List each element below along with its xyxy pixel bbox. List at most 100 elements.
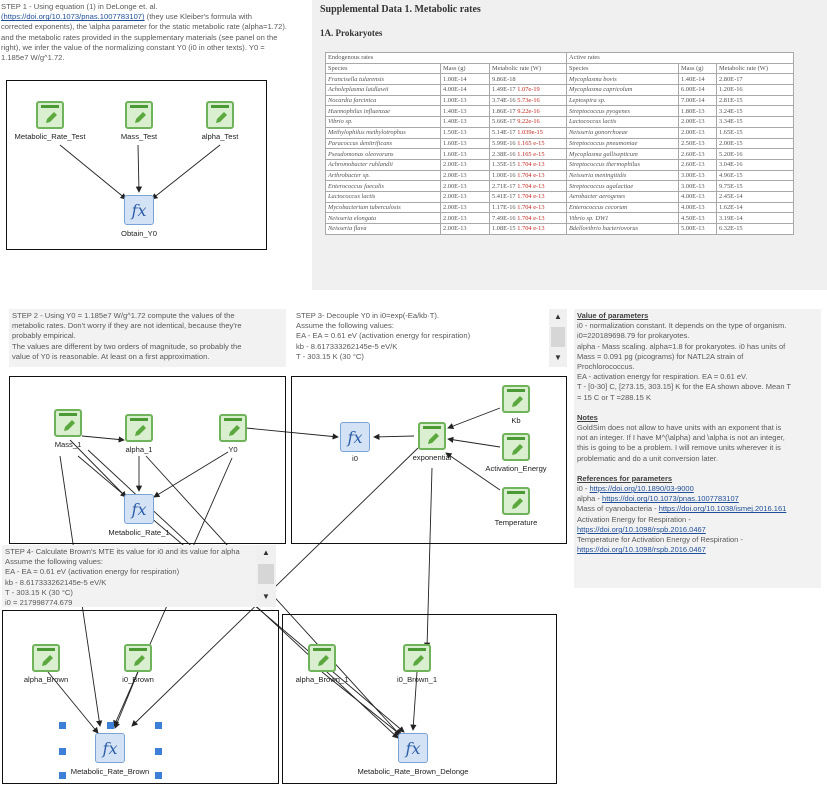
table-cell-text: 3.00E-13 bbox=[681, 182, 705, 190]
step2-line1: STEP 2 - Using Y0 = 1.185e7 W/g^1.72 com… bbox=[12, 311, 235, 320]
step3-scrollbar[interactable]: ▲ ▼ bbox=[549, 309, 567, 367]
table-cell-text: Leptospira sp. bbox=[569, 97, 606, 105]
alpha-brown-node[interactable]: alpha_Brown bbox=[24, 644, 68, 684]
table-cell-text: Mycoplasma gallisepticum bbox=[569, 150, 638, 158]
step4-line1: STEP 4- Calculate Brown's MTE its value … bbox=[5, 547, 240, 556]
selection-handle[interactable] bbox=[155, 748, 162, 755]
ref-link[interactable]: https://doi.org/10.1038/ismej.2016.161 bbox=[658, 504, 787, 514]
obtain-y0-node[interactable]: fx Obtain_Y0 bbox=[121, 195, 157, 238]
param-line: i0 - normalization constant. It depends … bbox=[577, 321, 787, 331]
mass-test-node[interactable]: Mass_Test bbox=[121, 101, 157, 141]
table-cell-text: 1.35E-15 bbox=[492, 161, 516, 169]
ref-link[interactable]: https://doi.org/10.1098/rspb.2016.0467 bbox=[577, 524, 706, 534]
step4-line2: Assume the following values: bbox=[5, 557, 103, 567]
stock-icon bbox=[502, 487, 530, 515]
param-line: = 15 C or T =288.15 K bbox=[577, 392, 651, 402]
step3-line5: T - 303.15 K (30 °C) bbox=[296, 351, 364, 361]
i0-brown-node[interactable]: i0_Brown bbox=[122, 644, 154, 684]
metabolic-rate-brown-delonge-node[interactable]: fx Metabolic_Rate_Brown_Delonge bbox=[357, 733, 469, 776]
selection-handle[interactable] bbox=[155, 722, 162, 729]
step2-note[interactable]: STEP 2 - Using Y0 = 1.185e7 W/g^1.72 com… bbox=[9, 309, 286, 367]
table-cell: 6.32E-15 bbox=[716, 223, 794, 235]
step4-brown-frame[interactable] bbox=[2, 610, 279, 784]
table-cell-text: 3.19E-14 bbox=[719, 214, 743, 222]
function-icon: fx bbox=[124, 195, 154, 225]
table-cell-text: 2.80E-17 bbox=[719, 75, 743, 83]
notes-line: this is going to be a problem. I will re… bbox=[577, 443, 781, 453]
ref-label: i0 - bbox=[577, 484, 590, 494]
notes-line: not an integer. If I have M^(\alpha) and… bbox=[577, 433, 785, 443]
step1-doi-link[interactable]: (https://doi.org/10.1073/pnas.1007783107… bbox=[1, 12, 145, 22]
parameters-note[interactable]: Value of parameters i0 - normalization c… bbox=[574, 309, 821, 588]
metabolic-rate-test-node[interactable]: Metabolic_Rate_Test bbox=[15, 101, 85, 141]
alpha-test-node[interactable]: alpha_Test bbox=[202, 101, 238, 141]
ref-link[interactable]: https://doi.org/10.1073/pnas.1007783107 bbox=[602, 494, 739, 504]
ref-link[interactable]: https://doi.org/10.1098/rspb.2016.0467 bbox=[577, 545, 706, 555]
step4-delonge-frame[interactable] bbox=[282, 614, 557, 784]
selection-handle[interactable] bbox=[59, 772, 66, 779]
i0-node[interactable]: fx i0 bbox=[340, 422, 370, 463]
metabolic-rate-brown-node[interactable]: fx Metabolic_Rate_Brown bbox=[71, 733, 149, 776]
table-cell-text: Streptococcus agalactiae bbox=[569, 182, 634, 190]
node-label: Metabolic_Rate_Brown_Delonge bbox=[357, 767, 469, 776]
temperature-node[interactable]: Temperature bbox=[495, 487, 537, 527]
exponential-node[interactable]: exponential bbox=[413, 422, 451, 462]
table-cell-text: Enterococcus faecalis bbox=[328, 182, 385, 190]
table-cell-text: 2.38E-16 bbox=[492, 150, 516, 158]
link-y0-to-metabolic1 bbox=[153, 451, 229, 498]
table-cell-text: Streptococcus pyogenes bbox=[569, 107, 630, 115]
scroll-up-icon[interactable]: ▲ bbox=[262, 548, 270, 557]
metabolic-rate-1-node[interactable]: fx Metabolic_Rate_1 bbox=[108, 494, 170, 537]
step3-note[interactable]: STEP 3- Decouple Y0 in i0=exp(-Ea/kb·T).… bbox=[293, 309, 569, 367]
table-cell-text: 5.66E-17 bbox=[492, 118, 516, 126]
table-cell-text: 6.00E-14 bbox=[681, 86, 705, 94]
scroll-thumb[interactable] bbox=[551, 327, 565, 347]
link-exponential-to-brown1 bbox=[424, 467, 433, 649]
supplemental-panel: Supplemental Data 1. Metabolic rates 1A.… bbox=[312, 0, 827, 290]
ref-link[interactable]: https://doi.org/10.1890/03-9000 bbox=[589, 484, 694, 494]
node-label: i0_Brown bbox=[122, 675, 154, 684]
link-mass1-to-alpha1 bbox=[81, 435, 125, 443]
selection-handle[interactable] bbox=[59, 722, 66, 729]
selection-handle[interactable] bbox=[59, 748, 66, 755]
table-cell-text: 1.20E-16 bbox=[719, 86, 743, 94]
scroll-down-icon[interactable]: ▼ bbox=[554, 353, 562, 362]
step2-frame[interactable] bbox=[9, 376, 286, 544]
step3-frame[interactable] bbox=[291, 376, 567, 544]
step4-scrollbar[interactable]: ▲ ▼ bbox=[256, 545, 276, 607]
selection-handle[interactable] bbox=[107, 722, 114, 729]
stock-icon bbox=[308, 644, 336, 672]
kb-node[interactable]: Kb bbox=[502, 385, 530, 425]
table-cell-text: 5.20E-16 bbox=[719, 150, 743, 158]
step4-line6: i0 = 217998774.679 bbox=[5, 598, 73, 607]
table-cell-text: Mycoplasma capricolum bbox=[569, 86, 633, 94]
step1-note[interactable]: STEP 1 - Using equation (1) in DeLonge e… bbox=[0, 0, 308, 70]
parameters-heading: Value of parameters bbox=[577, 311, 649, 320]
i0-brown-1-node[interactable]: i0_Brown_1 bbox=[397, 644, 437, 684]
step4-note[interactable]: STEP 4- Calculate Brown's MTE its value … bbox=[2, 545, 257, 607]
scroll-down-icon[interactable]: ▼ bbox=[262, 592, 270, 601]
notes-heading: Notes bbox=[577, 412, 598, 422]
activation-energy-node[interactable]: Activation_Energy bbox=[485, 433, 547, 473]
step1-frame[interactable] bbox=[6, 80, 267, 250]
table-cell-text: 2.71E-17 bbox=[492, 182, 516, 190]
scroll-up-icon[interactable]: ▲ bbox=[554, 312, 562, 321]
table-cell-text: 1.17E-16 bbox=[492, 203, 516, 211]
mass-1-node[interactable]: Mass_1 bbox=[54, 409, 82, 449]
step4-line4: kb - 8.617333262145e-5 eV/K bbox=[5, 577, 107, 587]
selection-handle[interactable] bbox=[155, 772, 162, 779]
table-cell-text: 4.96E-15 bbox=[719, 171, 743, 179]
alpha-1-node[interactable]: alpha_1 bbox=[125, 414, 153, 454]
param-line: i0=220189698.79 for prokaryotes. bbox=[577, 331, 690, 341]
scroll-thumb[interactable] bbox=[258, 564, 274, 584]
param-line: EA - activation energy for respiration. … bbox=[577, 372, 748, 382]
link-y0-to-i0 bbox=[245, 427, 339, 440]
alpha-brown-1-node[interactable]: alpha_Brown_1 bbox=[296, 644, 348, 684]
table-cell-text: 7.49E-16 bbox=[492, 214, 516, 222]
node-label: Metabolic_Rate_Test bbox=[14, 132, 86, 141]
y0-node[interactable]: Y0 bbox=[219, 414, 247, 454]
table-cell-text: Mycoplasma bovis bbox=[569, 75, 617, 83]
step2-line4: The values are different by two orders o… bbox=[12, 341, 242, 351]
